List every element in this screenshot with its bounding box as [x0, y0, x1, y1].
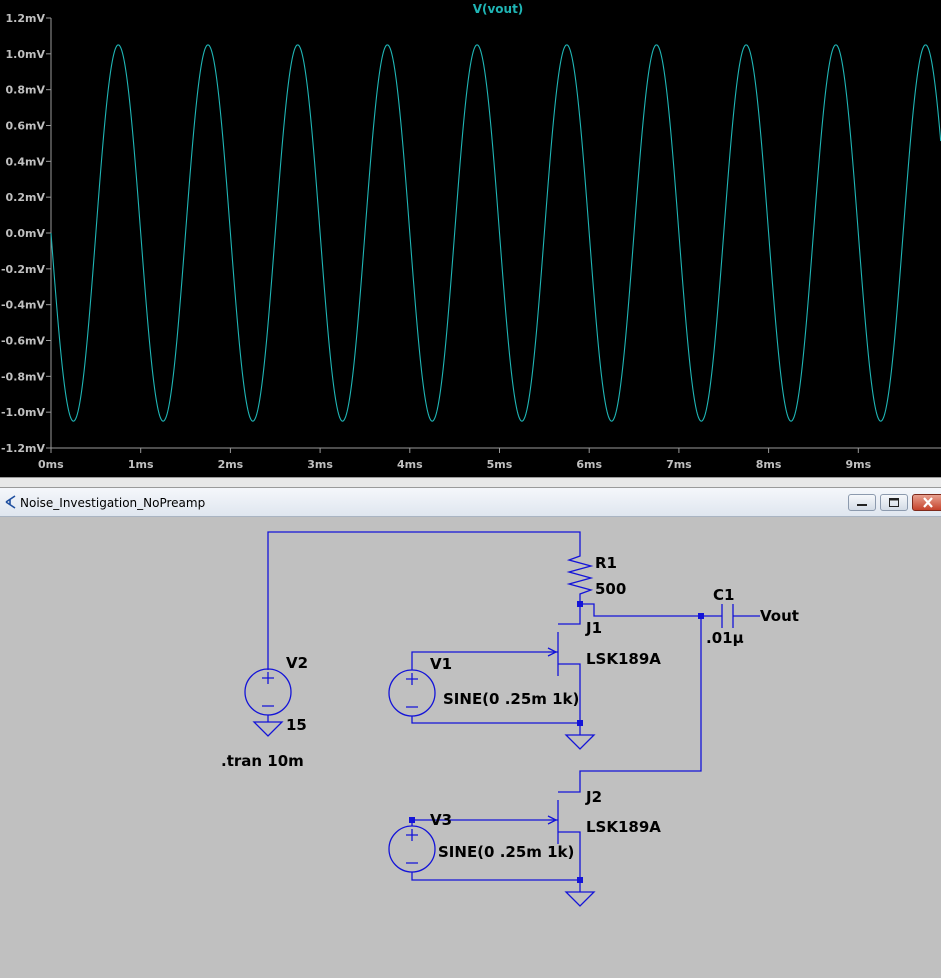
minimize-button[interactable] — [848, 494, 876, 511]
minimize-icon — [857, 504, 867, 506]
j1-name-label[interactable]: J1 — [585, 619, 602, 637]
v3-value-label[interactable]: SINE(0 .25m 1k) — [438, 843, 574, 861]
x-tick-label: 6ms — [576, 458, 602, 471]
y-tick-label: 0.4mV — [6, 155, 46, 168]
v1-value-label[interactable]: SINE(0 .25m 1k) — [443, 690, 579, 708]
close-button[interactable] — [912, 494, 941, 511]
ground-symbol-j2 — [564, 891, 596, 907]
maximize-icon — [889, 498, 899, 507]
wire-v1-to-j1-gate[interactable] — [411, 651, 548, 670]
y-tick-label: 0.8mV — [6, 84, 46, 97]
x-tick-label: 1ms — [128, 458, 154, 471]
x-tick-label: 3ms — [307, 458, 333, 471]
x-tick-label: 4ms — [397, 458, 423, 471]
y-tick-label: -0.6mV — [1, 335, 46, 348]
wire-v1-to-j1-source[interactable] — [411, 716, 580, 724]
waveform-plot[interactable]: V(vout) 1.2mV 1.0mV 0.8mV 0.6mV 0.4mV 0.2mV 0.… — [0, 0, 941, 477]
schematic-window-titlebar[interactable]: Noise_Investigation_NoPreamp — [0, 488, 941, 517]
plot-frame — [50, 18, 941, 449]
y-tick-label: -0.8mV — [1, 370, 46, 383]
wire-drain-node-to-c1[interactable] — [580, 603, 722, 617]
trace-label[interactable]: V(vout) — [473, 2, 524, 16]
y-tick-label: 1.0mV — [6, 48, 46, 61]
v2-value-label[interactable]: 15 — [286, 716, 307, 734]
trace-vout[interactable] — [50, 44, 941, 422]
jfet-j1[interactable] — [547, 604, 581, 723]
node-vout-junction[interactable] — [698, 613, 704, 619]
pane-divider[interactable] — [0, 477, 941, 488]
v1-name-label[interactable]: V1 — [430, 655, 452, 673]
x-tick-label: 0ms — [38, 458, 64, 471]
j2-name-label[interactable]: J2 — [585, 788, 602, 806]
resistor-r1[interactable] — [566, 550, 594, 598]
r1-value-label[interactable]: 500 — [595, 580, 626, 598]
voltage-source-v2[interactable] — [244, 668, 292, 722]
y-tick-label: 0.6mV — [6, 120, 46, 133]
voltage-source-v1[interactable] — [388, 669, 436, 717]
x-tick-label: 8ms — [756, 458, 782, 471]
voltage-source-v3[interactable] — [388, 825, 436, 873]
ltspice-schematic-icon — [5, 495, 16, 509]
wire-v3-to-j2-source[interactable] — [411, 872, 580, 881]
y-tick-label: -1.0mV — [1, 406, 46, 419]
j1-model-label[interactable]: LSK189A — [586, 650, 661, 668]
wire-node-to-j2-drain[interactable] — [579, 616, 702, 783]
wire-v2-to-r1[interactable] — [267, 531, 581, 670]
wires — [267, 531, 760, 892]
y-tick-label: 0.2mV — [6, 191, 46, 204]
y-tick-label: -0.4mV — [1, 299, 46, 312]
v3-name-label[interactable]: V3 — [430, 811, 452, 829]
plot-axes: 1.2mV 1.0mV 0.8mV 0.6mV 0.4mV 0.2mV 0.0mV -0.2m… — [1, 12, 941, 471]
window-title: Noise_Investigation_NoPreamp — [20, 496, 206, 510]
waveform-plot-pane[interactable]: V(vout) 1.2mV 1.0mV 0.8mV 0.6mV 0.4mV 0.2mV 0.… — [0, 0, 941, 477]
x-tick-label: 7ms — [666, 458, 692, 471]
j2-model-label[interactable]: LSK189A — [586, 818, 661, 836]
close-icon — [923, 497, 933, 508]
schematic-canvas[interactable]: V2 15 .tran 10m R1 500 C1 .01μ Vout J1 L… — [0, 517, 941, 974]
maximize-button[interactable] — [880, 494, 908, 511]
y-tick-label: 0.0mV — [6, 227, 46, 240]
x-tick-label: 9ms — [845, 458, 871, 471]
ground-symbol-j1 — [564, 734, 596, 750]
node-v3-gate[interactable] — [409, 817, 415, 823]
y-tick-label: 1.2mV — [6, 12, 46, 25]
jfet-j2[interactable] — [547, 783, 581, 880]
capacitor-c1[interactable] — [721, 604, 734, 628]
tran-directive[interactable]: .tran 10m — [221, 752, 304, 770]
ground-symbol-v2 — [252, 721, 284, 737]
vout-net-label[interactable]: Vout — [760, 607, 799, 625]
r1-name-label[interactable]: R1 — [595, 554, 617, 572]
c1-value-label[interactable]: .01μ — [706, 629, 744, 647]
x-tick-label: 2ms — [218, 458, 244, 471]
x-tick-label: 5ms — [487, 458, 513, 471]
y-tick-label: -0.2mV — [1, 263, 46, 276]
y-tick-label: -1.2mV — [1, 442, 46, 455]
c1-name-label[interactable]: C1 — [713, 586, 734, 604]
v2-name-label[interactable]: V2 — [286, 654, 308, 672]
